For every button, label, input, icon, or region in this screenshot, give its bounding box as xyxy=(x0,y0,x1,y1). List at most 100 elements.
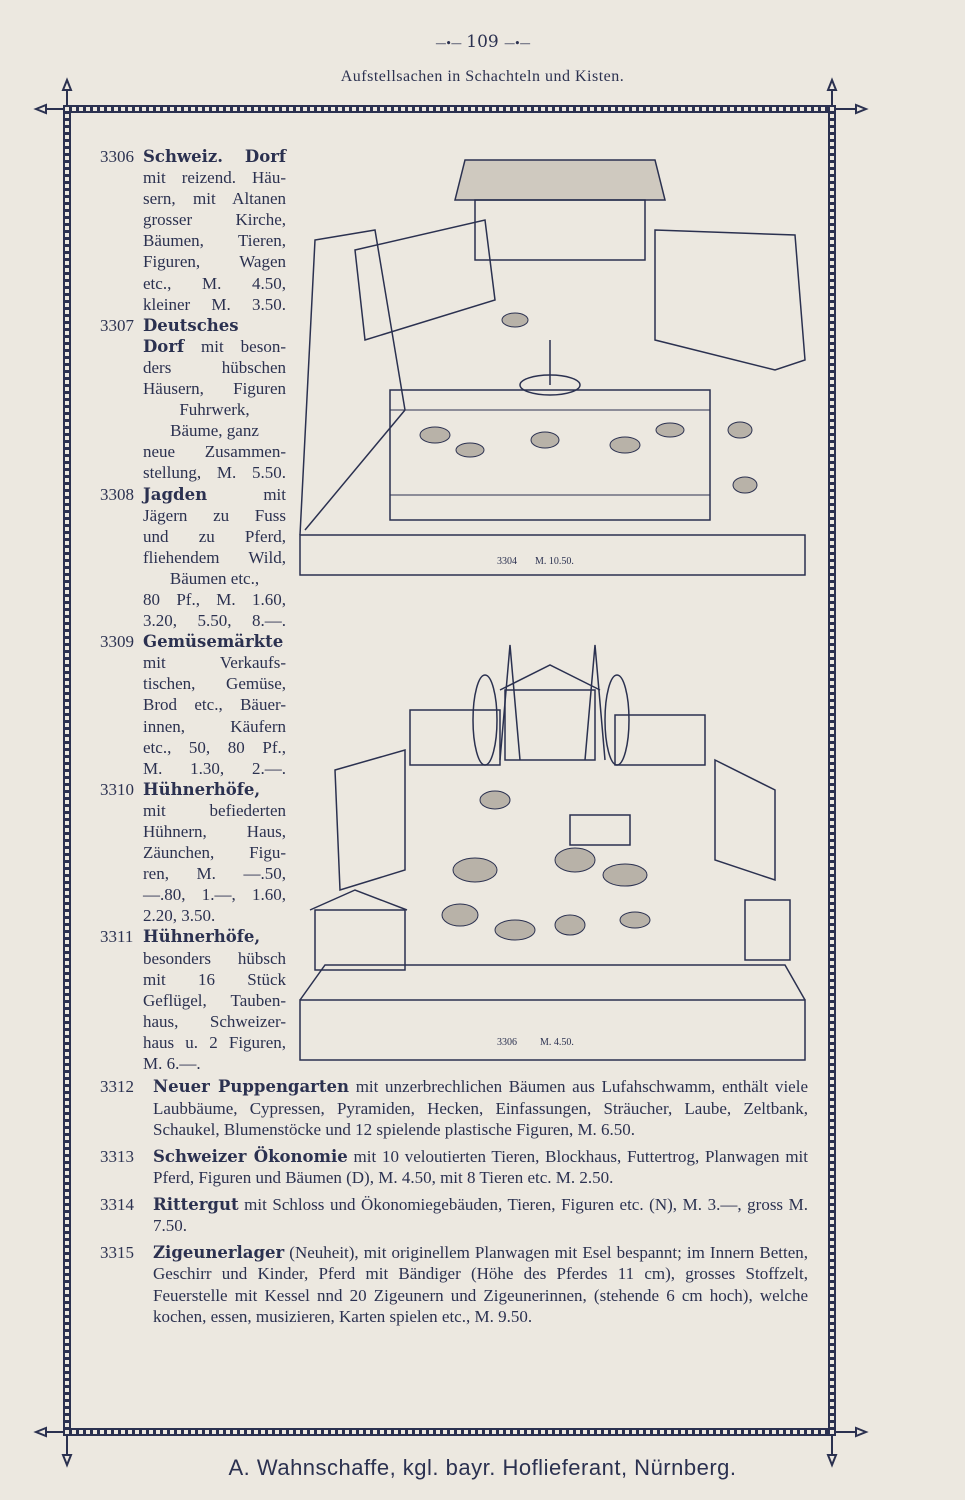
entry-line: 3308 Jagden mit xyxy=(100,484,286,505)
line-text: kleiner M. 3.50. xyxy=(143,294,286,315)
item-number xyxy=(100,357,143,378)
item-description: M. 1.30, 2.—. xyxy=(143,758,286,778)
entry-line: 80 Pf., M. 1.60, xyxy=(100,589,286,610)
entry-line: 3.20, 5.50, 8.—. xyxy=(100,610,286,631)
item-description: mit unzerbrechlichen Bäumen aus Lufahsch… xyxy=(153,1077,808,1139)
entry-line: neue Zusammen- xyxy=(100,441,286,462)
item-number xyxy=(100,167,143,188)
entry-line: besonders hübsch xyxy=(100,948,286,969)
entry-line: Geflügel, Tauben- xyxy=(100,990,286,1011)
item-number xyxy=(100,948,143,969)
entry-line: Figuren, Wagen xyxy=(100,251,286,272)
running-head: Aufstellsachen in Schachteln und Kisten. xyxy=(340,68,625,85)
line-text: etc., M. 4.50, xyxy=(143,273,286,294)
line-text: mit Verkaufs- xyxy=(143,652,286,673)
line-text: haus u. 2 Figuren, xyxy=(143,1032,286,1053)
item-description: Bäume, ganz xyxy=(170,421,259,441)
item-description: haus, Schweizer- xyxy=(143,1011,286,1031)
item-description: mit Schloss und Ökonomiegebäuden, Tieren… xyxy=(153,1194,808,1236)
item-number: 3307 xyxy=(100,315,134,335)
entry-line: innen, Käufern xyxy=(100,716,286,737)
item-number: 3315 xyxy=(100,1242,134,1262)
item-description: mit reizend. Häu- xyxy=(143,168,286,188)
item-description: etc., M. 4.50, xyxy=(143,273,286,293)
entry-line: mit reizend. Häu- xyxy=(100,167,286,188)
line-text: Jagden mit xyxy=(143,484,286,505)
entry-line: Bäumen etc., xyxy=(100,568,286,589)
item-number xyxy=(100,716,143,737)
line-text: mit befiederten xyxy=(143,800,286,821)
line-text: Hühnern, Haus, xyxy=(143,821,286,842)
illustration-village-square: 3306 M. 4.50. xyxy=(299,644,806,1061)
line-text: Bäumen etc., xyxy=(143,568,286,589)
entry-line: mit 16 Stück xyxy=(100,969,286,990)
line-text: 3.20, 5.50, 8.—. xyxy=(143,610,286,631)
entry-line: mit befiederten xyxy=(100,800,286,821)
item-title: Schweiz. Dorf xyxy=(143,147,286,166)
line-text: 2.20, 3.50. xyxy=(143,905,286,926)
entry-line: fliehendem Wild, xyxy=(100,547,286,568)
line-text: Hühnerhöfe, xyxy=(143,779,286,800)
item-description: mit Verkaufs- xyxy=(143,653,286,673)
item-description: —.80, 1.—, 1.60, xyxy=(143,885,286,905)
line-text: neue Zusammen- xyxy=(143,441,286,462)
item-description: mit xyxy=(207,484,286,504)
page-number: —•— 109 —•— xyxy=(435,32,530,52)
item-number xyxy=(100,294,143,315)
item-number: 3310 xyxy=(100,779,134,799)
entry-line: etc., M. 4.50, xyxy=(100,273,286,294)
line-text: Gemüsemärkte xyxy=(143,631,286,652)
line-text: innen, Käufern xyxy=(143,716,286,737)
item-description: Hühnern, Haus, xyxy=(143,822,286,841)
item-number xyxy=(100,905,143,926)
line-text: Brod etc., Bäuer- xyxy=(143,694,286,715)
line-text: Bäumen, Tieren, xyxy=(143,230,286,251)
entry-body: Schweizer Ökonomie mit 10 veloutierten T… xyxy=(153,1146,808,1189)
frame-bottom-border xyxy=(63,1428,836,1436)
entry-line: Brod etc., Bäuer- xyxy=(100,694,286,715)
item-number xyxy=(100,1011,143,1032)
entry-body: Rittergut mit Schloss und Ökonomiegebäud… xyxy=(153,1194,808,1237)
item-description: Bäumen etc., xyxy=(169,568,260,588)
item-number: 3308 xyxy=(100,484,134,504)
item-description: Zäunchen, Figu- xyxy=(143,843,286,863)
line-text: Fuhrwerk, xyxy=(143,399,286,420)
entry-line: haus u. 2 Figuren, xyxy=(100,1032,286,1053)
item-title: Deutsches xyxy=(143,315,239,335)
item-description: Geflügel, Tauben- xyxy=(143,990,286,1010)
item-number xyxy=(100,251,143,272)
item-description: Jägern zu Fuss xyxy=(143,505,286,525)
item-number xyxy=(100,990,143,1011)
entry-line: stellung, M. 5.50. xyxy=(100,462,286,483)
item-number xyxy=(100,758,143,779)
item-number xyxy=(100,273,143,294)
item-description: Häusern, Figuren xyxy=(143,379,286,399)
line-text: Figuren, Wagen xyxy=(143,251,286,272)
entry-line: tischen, Gemüse, xyxy=(100,673,286,694)
item-number xyxy=(100,462,143,483)
item-number xyxy=(100,737,143,758)
line-text: Häusern, Figuren xyxy=(143,378,286,399)
line-text: Geflügel, Tauben- xyxy=(143,990,286,1011)
entry-line: Bäume, ganz xyxy=(100,420,286,441)
entry-line: Fuhrwerk, xyxy=(100,399,286,420)
item-number: 3311 xyxy=(100,927,134,947)
item-description: 2.20, 3.50. xyxy=(143,906,216,926)
item-number xyxy=(100,209,143,230)
item-description: mit 10 veloutierten Tieren, Blockhaus, F… xyxy=(153,1146,808,1188)
item-description: sern, mit Altanen xyxy=(143,189,286,209)
entry-line: kleiner M. 3.50. xyxy=(100,294,286,315)
line-text: etc., 50, 80 Pf., xyxy=(143,737,286,758)
line-text: M. 6.—. xyxy=(143,1053,286,1074)
line-text: sern, mit Altanen xyxy=(143,188,286,209)
line-text: haus, Schweizer- xyxy=(143,1011,286,1032)
line-text: fliehendem Wild, xyxy=(143,547,286,568)
item-number xyxy=(100,694,143,715)
item-description: ders hübschen xyxy=(143,357,286,377)
